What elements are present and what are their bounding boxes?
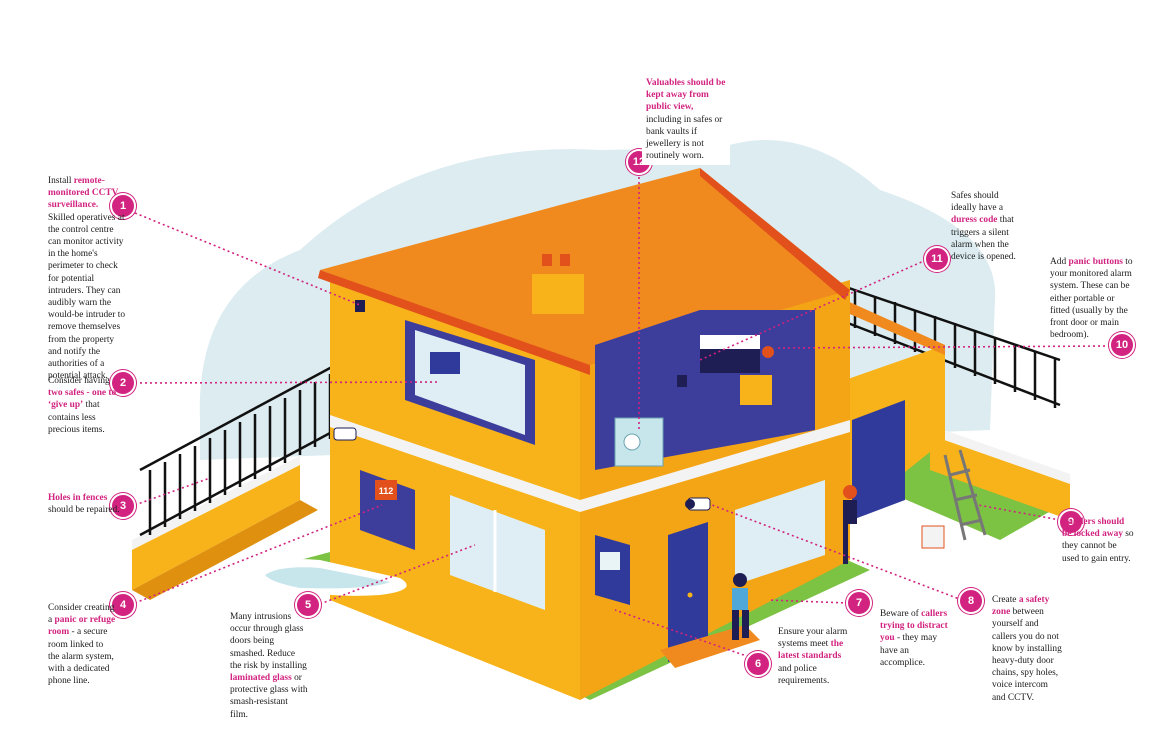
wifi-sensor: [355, 300, 687, 387]
marker-2: 2: [110, 370, 136, 396]
marker-10: 10: [1109, 332, 1135, 358]
callout-11-text: Safes should ideally have a duress code …: [951, 190, 1021, 263]
callout-10-text: Add panic buttons to your monitored alar…: [1050, 256, 1134, 341]
leader-lines: [134, 172, 1111, 661]
marker-1: 1: [110, 193, 136, 219]
visitor-figure: [732, 573, 749, 640]
lawn-right: [860, 445, 1070, 540]
callout-highlight: two safes - one to ‘give up’: [48, 388, 117, 411]
right-boundary-wall: [930, 430, 1070, 520]
ground-window-right: [735, 480, 825, 585]
roof-edge: [318, 270, 590, 375]
callout-highlight: a safety zone: [992, 595, 1050, 618]
callout-highlight: duress code: [951, 215, 998, 226]
cctv-camera-side: [333, 427, 357, 441]
left-railing: [139, 358, 347, 537]
callout-highlight: Holes in fences: [48, 493, 108, 503]
glass-doors: [450, 495, 545, 610]
marker-9: 9: [1058, 509, 1084, 535]
marker-8: 8: [958, 588, 984, 614]
cctv-camera-front: [685, 497, 711, 511]
callout-highlight: Valuables should be kept away from publi…: [646, 78, 726, 113]
panic-room-sign: 112: [379, 486, 394, 496]
left-boundary-wall: [132, 460, 300, 590]
callout-7-text: Beware of callers trying to distract you…: [880, 608, 952, 669]
marker-6: 6: [745, 651, 771, 677]
callout-highlight: laminated glass: [230, 673, 292, 684]
callout-6-text: Ensure your alarm systems meet the lates…: [778, 626, 848, 687]
panic-room-window: [360, 470, 415, 550]
callout-text: Ensure your alarm systems meet: [778, 627, 848, 650]
callout-text: Install: [48, 176, 74, 186]
callout-text: and police requirements.: [778, 663, 830, 686]
callout-text: Add: [1050, 257, 1069, 267]
callout-3-text: Holes in fences should be repaired.: [48, 492, 128, 516]
callout-text: Skilled operatives at the control centre…: [48, 212, 126, 382]
chimney: [532, 270, 584, 314]
callout-text: Safes should ideally have a: [951, 191, 1004, 214]
callout-highlight: panic or refuge room: [48, 615, 116, 638]
callout-text: Consider creating a: [48, 603, 115, 626]
callout-text: Create: [992, 595, 1019, 605]
marker-11: 11: [924, 246, 950, 272]
callout-5-text: Many intrusions occur through glass door…: [230, 611, 308, 721]
callout-text: including in safes or bank vaults if jew…: [646, 114, 723, 162]
callout-text: - a secure room linked to the alarm syst…: [48, 627, 114, 687]
callout-text: that contains less precious items.: [48, 400, 105, 435]
callout-1-text: Install remote-monitored CCTV surveillan…: [48, 175, 126, 382]
callout-8-text: Create a safety zone between yourself an…: [992, 594, 1062, 704]
garage-door: [852, 400, 905, 520]
paint-can: [921, 525, 945, 549]
callout-text: Beware of: [880, 609, 922, 619]
callout-text: to your monitored alarm system. These ca…: [1050, 257, 1133, 341]
ladder: [943, 449, 987, 541]
callout-text: Many intrusions occur through glass door…: [230, 612, 307, 671]
callout-text: should be repaired.: [48, 505, 120, 516]
callout-highlight: callers trying to distract you: [880, 609, 948, 644]
callout-text: so they cannot be used to gain entry.: [1062, 529, 1134, 564]
callout-text: that triggers a silent alarm when the de…: [951, 215, 1016, 263]
panic-button-device: [762, 346, 774, 358]
marker-3: 3: [110, 493, 136, 519]
callout-text: or protective glass with smash-resistant…: [230, 673, 308, 720]
front-door: [668, 522, 708, 662]
callout-highlight: Ladders should be locked away: [1062, 517, 1125, 540]
callout-12-text: Valuables should be kept away from publi…: [642, 74, 730, 166]
callout-highlight: the latest standards: [778, 639, 844, 662]
callout-4-text: Consider creating a panic or refuge room…: [48, 602, 116, 687]
callout-highlight: remote-monitored CCTV surveillance.: [48, 176, 119, 211]
bedside-table: [740, 375, 772, 405]
callout-highlight: panic buttons: [1068, 257, 1123, 267]
marker-7: 7: [846, 590, 872, 616]
callout-2-text: Consider having two safes - one to ‘give…: [48, 375, 120, 436]
callout-text: Consider having: [48, 376, 110, 386]
intruder-figure: [843, 485, 857, 564]
callout-9-text: Ladders should be locked away so they ca…: [1062, 516, 1134, 565]
callout-text: - they may have an accomplice.: [880, 633, 938, 668]
marker-4: 4: [110, 592, 136, 618]
callout-text: between yourself and callers you do not …: [992, 607, 1062, 703]
marker-5: 5: [295, 592, 321, 618]
